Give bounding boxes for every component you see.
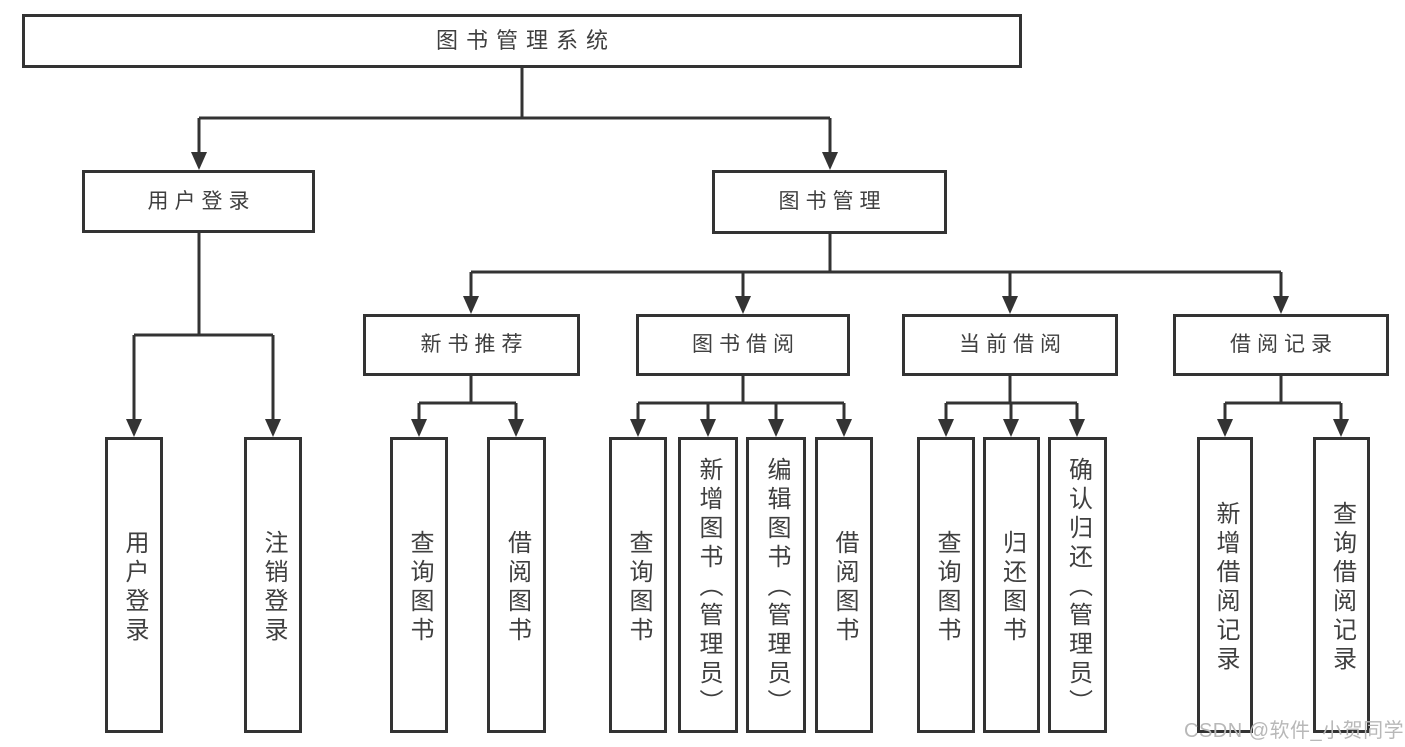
node-current-borrow-label: 当前借阅 xyxy=(959,333,1067,357)
node-book-management-label: 图书管理 xyxy=(778,190,887,214)
leaf-query-books-recommend: 查询图书 xyxy=(390,437,448,733)
node-book-borrow: 图书借阅 xyxy=(636,314,850,376)
leaf-query-borrow-record: 查询借阅记录 xyxy=(1313,437,1370,733)
leaf-query-books-borrow-label: 查询图书 xyxy=(625,529,652,646)
leaf-add-book-admin-label: 新增图书（管理员） xyxy=(695,457,722,718)
leaf-add-book-admin: 新增图书（管理员） xyxy=(678,437,738,733)
node-user-login: 用户登录 xyxy=(82,170,315,233)
leaf-query-books-current-label: 查询图书 xyxy=(933,529,960,646)
node-current-borrow: 当前借阅 xyxy=(902,314,1118,376)
leaf-user-login-label: 用户登录 xyxy=(121,529,148,646)
leaf-borrow-books-recommend-label: 借阅图书 xyxy=(503,529,531,646)
node-borrow-records: 借阅记录 xyxy=(1173,314,1389,376)
leaf-user-login: 用户登录 xyxy=(105,437,163,733)
node-root: 图书管理系统 xyxy=(22,14,1022,68)
node-user-login-label: 用户登录 xyxy=(147,189,256,213)
leaf-confirm-return-admin: 确认归还（管理员） xyxy=(1048,437,1107,733)
leaf-add-borrow-record-label: 新增借阅记录 xyxy=(1212,500,1239,675)
csdn-watermark: CSDN @软件_小贺同学 xyxy=(1184,720,1405,742)
node-new-book-recommend: 新书推荐 xyxy=(363,314,580,376)
node-book-borrow-label: 图书借阅 xyxy=(692,333,800,357)
node-book-management: 图书管理 xyxy=(712,170,947,234)
node-borrow-records-label: 借阅记录 xyxy=(1230,333,1338,357)
leaf-query-borrow-record-label: 查询借阅记录 xyxy=(1328,500,1356,675)
leaf-return-book: 归还图书 xyxy=(983,437,1040,733)
leaf-borrow-books: 借阅图书 xyxy=(815,437,873,733)
leaf-query-books-recommend-label: 查询图书 xyxy=(406,529,433,646)
leaf-borrow-books-recommend: 借阅图书 xyxy=(487,437,546,733)
leaf-query-books-current: 查询图书 xyxy=(917,437,975,733)
leaf-logout: 注销登录 xyxy=(244,437,302,733)
node-new-book-recommend-label: 新书推荐 xyxy=(420,333,529,357)
leaf-edit-book-admin: 编辑图书（管理员） xyxy=(746,437,806,733)
leaf-borrow-books-label: 借阅图书 xyxy=(831,529,858,646)
leaf-confirm-return-admin-label: 确认归还（管理员） xyxy=(1064,457,1092,718)
leaf-return-book-label: 归还图书 xyxy=(998,529,1026,646)
leaf-logout-label: 注销登录 xyxy=(260,529,287,646)
leaf-query-books-borrow: 查询图书 xyxy=(609,437,667,733)
node-root-label: 图书管理系统 xyxy=(435,27,616,53)
leaf-edit-book-admin-label: 编辑图书（管理员） xyxy=(763,457,790,718)
leaf-add-borrow-record: 新增借阅记录 xyxy=(1197,437,1253,733)
